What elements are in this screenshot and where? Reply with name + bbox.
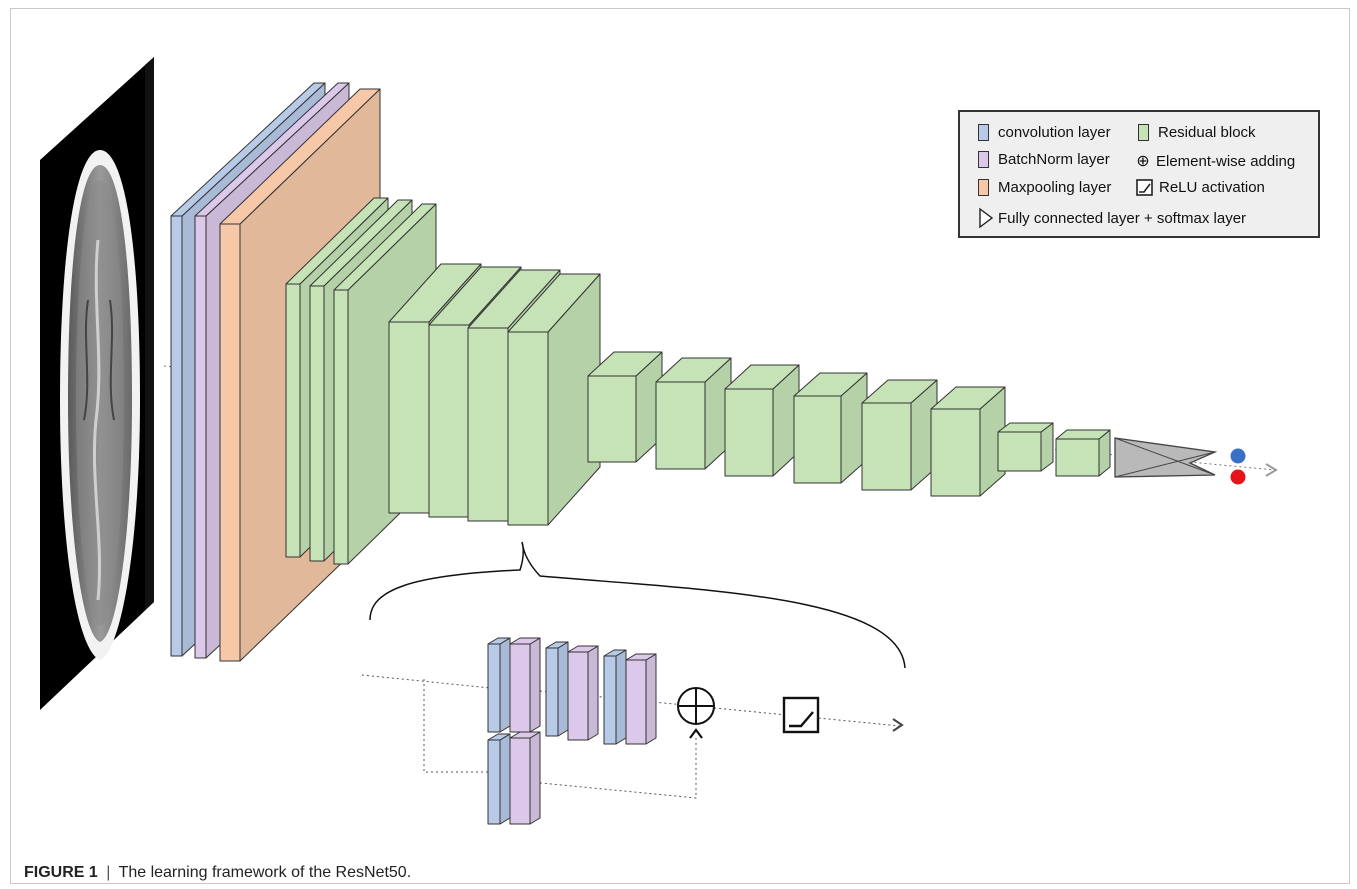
stage3-residual-block-1-front — [588, 376, 636, 462]
detail-shortcut-batchnorm-side — [530, 732, 540, 824]
detail-shortcut-conv — [488, 734, 510, 824]
legend-item-relu: ReLU activation — [1136, 179, 1265, 196]
green-swatch-icon — [1138, 124, 1149, 141]
detail-conv-2 — [546, 642, 568, 736]
stage3-residual-block-3 — [725, 365, 799, 476]
legend-item-element-wise: ⊕ Element-wise adding — [1134, 151, 1295, 171]
triangle-icon — [978, 207, 994, 229]
caption-text: The learning framework of the ResNet50. — [119, 864, 412, 881]
legend-label-fc: Fully connected layer + softmax layer — [998, 210, 1246, 227]
detail-shortcut-conv-side — [500, 734, 510, 824]
legend-label-batchnorm: BatchNorm layer — [998, 151, 1110, 168]
legend-label-relu: ReLU activation — [1159, 179, 1265, 196]
stage2-residual-block-2-front — [429, 325, 469, 517]
stage4-residual-block-2-front — [1056, 439, 1099, 476]
fc-softmax-layer — [1115, 438, 1215, 477]
stage3-residual-block-5 — [862, 380, 937, 490]
stage4-residual-block-1-front — [998, 432, 1041, 471]
legend-item-residual: Residual block — [1138, 124, 1256, 141]
stage1-residual-block-3-front — [334, 290, 348, 564]
detail-conv-1 — [488, 638, 510, 732]
output-node-blue — [1231, 449, 1246, 464]
detail-conv-1-front — [488, 644, 500, 732]
orange-swatch-icon — [978, 179, 989, 196]
detail-batchnorm-3-front — [626, 660, 646, 744]
relu-activation-icon — [784, 698, 818, 732]
relu-icon — [1136, 179, 1153, 196]
legend-label-convolution: convolution layer — [998, 124, 1111, 141]
legend-label-element-wise: Element-wise adding — [1156, 153, 1295, 170]
stage3-residual-block-2-front — [656, 382, 705, 469]
detail-conv-3 — [604, 650, 626, 744]
detail-shortcut-conv-front — [488, 740, 500, 824]
stage3-residual-block-1 — [588, 352, 662, 462]
caption-label: FIGURE 1 — [24, 864, 98, 881]
detail-batchnorm-2-side — [588, 646, 598, 740]
detail-batchnorm-3-side — [646, 654, 656, 744]
circled-plus-icon: ⊕ — [1134, 151, 1152, 171]
detail-conv-3-side — [616, 650, 626, 744]
figure-caption: FIGURE 1 | The learning framework of the… — [24, 864, 411, 882]
element-wise-add-icon — [678, 688, 714, 738]
detail-batchnorm-1-side — [530, 638, 540, 732]
stage3-residual-block-4-front — [794, 396, 841, 483]
detail-conv-3-front — [604, 656, 616, 744]
detail-batchnorm-1 — [510, 638, 540, 732]
stage1-residual-block-1-front — [286, 284, 300, 557]
stem-maxpooling-layer-front — [220, 224, 240, 661]
stage3-residual-block-3-front — [725, 389, 773, 476]
caption-separator: | — [106, 864, 110, 881]
stage4-residual-block-1 — [998, 423, 1053, 471]
stage2-residual-block-3-front — [468, 328, 508, 521]
stage4-residual-block-2 — [1056, 430, 1110, 476]
detail-conv-1-side — [500, 638, 510, 732]
legend-item-fc: Fully connected layer + softmax layer — [978, 207, 1246, 229]
blue-swatch-icon — [978, 124, 989, 141]
purple-swatch-icon — [978, 151, 989, 168]
stem-batchnorm-layer-front — [195, 216, 206, 658]
detail-batchnorm-1-front — [510, 644, 530, 732]
detail-batchnorm-3 — [626, 654, 656, 744]
stage3-residual-block-6-front — [931, 409, 980, 496]
stage2-residual-block-1-front — [389, 322, 429, 513]
detail-shortcut-batchnorm-front — [510, 738, 530, 824]
residual-detail-brace — [370, 542, 905, 668]
stage3-residual-block-2 — [656, 358, 731, 469]
legend-item-convolution: convolution layer — [978, 124, 1111, 141]
stage3-residual-block-5-front — [862, 403, 911, 490]
stage3-residual-block-4 — [794, 373, 867, 483]
legend-item-maxpooling: Maxpooling layer — [978, 179, 1111, 196]
output-node-red — [1231, 470, 1246, 485]
legend: convolution layer BatchNorm layer Maxpoo… — [958, 110, 1320, 238]
legend-item-batchnorm: BatchNorm layer — [978, 151, 1110, 168]
stem-convolution-layer-front — [171, 216, 182, 656]
detail-conv-2-side — [558, 642, 568, 736]
stage3-residual-block-6 — [931, 387, 1005, 496]
legend-label-residual: Residual block — [1158, 124, 1256, 141]
detail-shortcut-batchnorm — [510, 732, 540, 824]
stage2-residual-block-4-front — [508, 332, 548, 525]
stage1-residual-block-2-front — [310, 286, 324, 561]
detail-batchnorm-2 — [568, 646, 598, 740]
legend-label-maxpooling: Maxpooling layer — [998, 179, 1111, 196]
detail-batchnorm-2-front — [568, 652, 588, 740]
mri-input-image — [40, 57, 154, 710]
detail-conv-2-front — [546, 648, 558, 736]
